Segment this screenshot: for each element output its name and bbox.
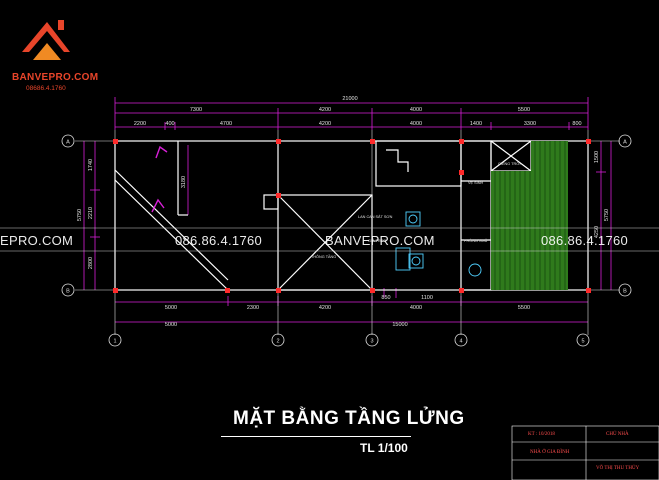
dim-inner: 3180 [181, 176, 187, 188]
dim-sub-6: 1400 [470, 121, 482, 127]
room-label-void: THÔNG TẦNG [311, 254, 336, 259]
dim-sub-4: 4200 [319, 121, 331, 127]
room-labels: THÔNG TẦNG LAN CAN SẮT SƠN GIÁ TREO PHÒN… [311, 161, 521, 259]
bathroom-fixtures [395, 211, 482, 277]
dim-right-total: 5750 [604, 209, 610, 221]
stair-hatch [491, 141, 568, 290]
watermark-site: BANVEPRO.COM [325, 233, 435, 248]
dim-sub-5: 4000 [410, 121, 422, 127]
dimension-labels: 21000 7300 4200 4000 5500 2200 400 4700 … [66, 96, 627, 345]
dim-sub-8: 800 [572, 121, 581, 127]
dim-sub-3: 4700 [220, 121, 232, 127]
room-label-skylight: GIẾNG TRỜI [498, 161, 521, 166]
title-block-date: KT : 10/2018 [528, 432, 555, 437]
grid-bubbles [61, 134, 632, 347]
grid-label-b-left: B [66, 289, 70, 295]
grid-label-a-right: A [623, 140, 627, 146]
grid-label-b-right: B [623, 289, 627, 295]
title-block-owner-label: CHỦ NHÀ [606, 432, 629, 437]
watermark-left: EPRO.COM [0, 233, 74, 248]
title-block [511, 425, 659, 480]
dimension-lines [83, 97, 612, 323]
door-swings [151, 145, 168, 213]
dim-sub-1: 2200 [134, 121, 146, 127]
vertical-dimension-labels: 1740 2210 2800 5750 1500 4250 5750 3180 [77, 151, 610, 269]
dim-bot-3: 4200 [319, 305, 331, 311]
watermark-phone-1: 086.86.4.1760 [175, 233, 263, 248]
dim-left-2: 2210 [88, 207, 94, 219]
dim-total-top: 21000 [342, 96, 357, 102]
dim-bot-5: 5500 [518, 305, 530, 311]
watermark-phone-2: 086.86.4.1760 [541, 233, 629, 248]
grid-label-a-left: A [66, 140, 70, 146]
dim-sub-2: 400 [165, 121, 174, 127]
drawing-scale: TL 1/100 [360, 441, 408, 455]
grid-label-2: 2 [276, 339, 279, 345]
title-block-project: NHÀ Ở GIA ĐÌNH [530, 450, 570, 455]
room-label-rack: GIÁ TREO [368, 239, 386, 243]
room-label-wc: VỆ SINH [468, 180, 483, 185]
logo-phone: 08686.4.1760 [26, 85, 66, 92]
dim-top-1: 7300 [190, 107, 202, 113]
grid-label-5: 5 [581, 339, 584, 345]
grid-label-1: 1 [113, 339, 116, 345]
dim-bot-sub-1: 5000 [165, 322, 177, 328]
dim-small-1: 850 [381, 295, 390, 301]
dim-sub-7: 3300 [524, 121, 536, 127]
dim-bot-4: 4000 [410, 305, 422, 311]
room-label-railing: LAN CAN SẮT SƠN [358, 214, 393, 219]
dim-top-3: 4000 [410, 107, 422, 113]
dim-right-2: 4250 [594, 226, 600, 238]
drawing-title: MẶT BẰNG TẦNG LỬNG [233, 408, 465, 429]
dim-bot-1: 5000 [165, 305, 177, 311]
dim-bot-2: 2300 [247, 305, 259, 311]
walls [114, 140, 589, 291]
logo-brand: BANVEPRO.COM [12, 72, 99, 83]
dim-left-3: 2800 [88, 257, 94, 269]
dim-right-1: 1500 [594, 151, 600, 163]
dim-small-2: 1100 [421, 295, 433, 301]
grid-label-4: 4 [459, 339, 462, 345]
title-block-owner-name: VÕ THỊ THU THỦY [596, 466, 640, 471]
structural-columns [113, 139, 591, 293]
logo-house-icon [22, 20, 70, 60]
dim-top-2: 4200 [319, 107, 331, 113]
grid-label-3: 3 [370, 339, 373, 345]
dim-top-4: 5500 [518, 107, 530, 113]
dim-left-1: 1740 [88, 159, 94, 171]
room-label-bedroom: PHÒNG NGỦ [464, 238, 488, 243]
dim-left-total: 5750 [77, 209, 83, 221]
title-underline [221, 436, 411, 437]
dim-bot-sub-2: 15000 [392, 322, 407, 328]
